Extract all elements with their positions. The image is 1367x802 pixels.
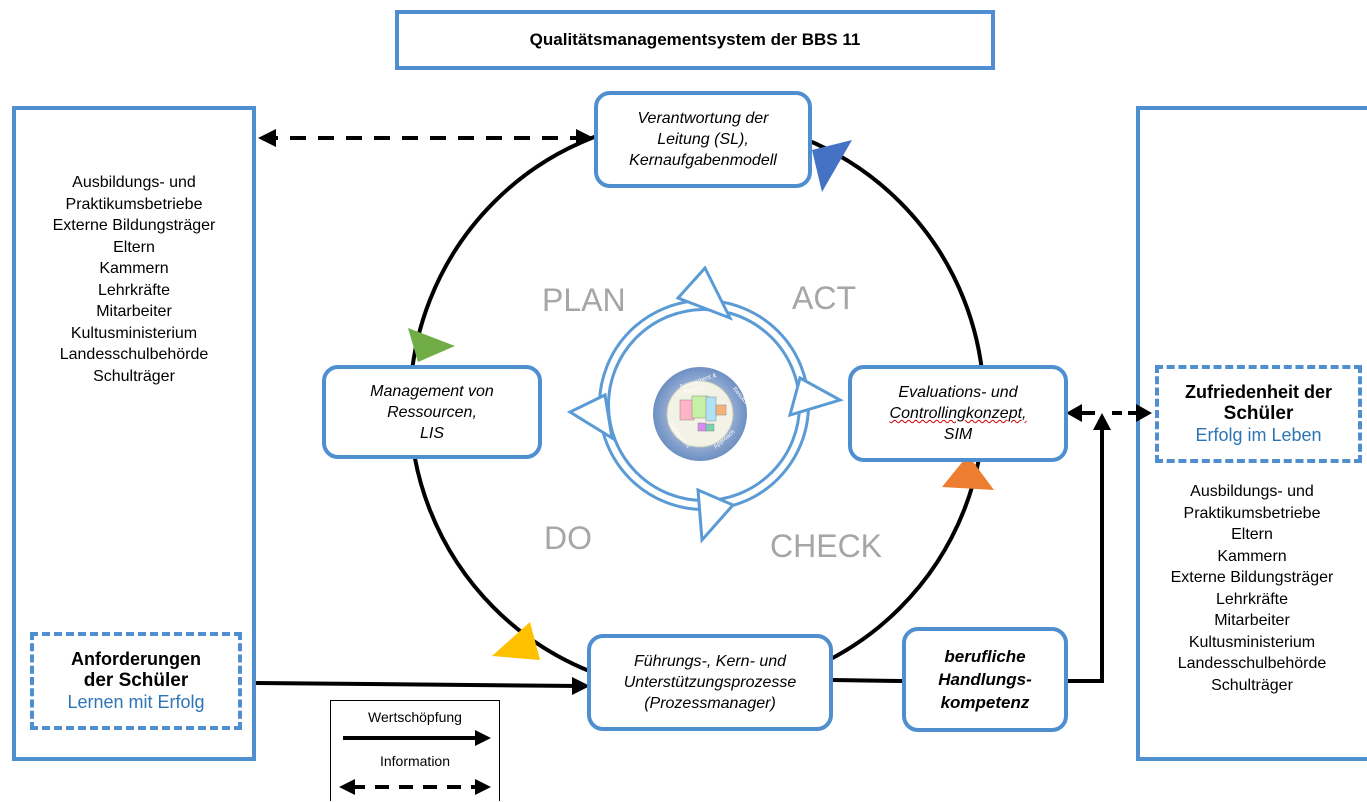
- phase-act-label: ACT: [792, 280, 856, 316]
- list-item: Schulträger: [93, 367, 175, 385]
- arrowhead: [1136, 404, 1152, 422]
- arrowhead: [258, 129, 276, 147]
- evaluation-line1: Evaluations- und: [898, 384, 1018, 401]
- inner-arrow-right: [787, 375, 844, 418]
- list-item: Externe Bildungsträger: [1170, 569, 1334, 586]
- satisfaction-line2: Schüler: [1223, 403, 1294, 424]
- resources-box: Management von Ressourcen, LIS: [322, 365, 542, 459]
- value-arrow-up: [1068, 425, 1104, 683]
- leadership-line3: Kernaufgabenmodell: [629, 152, 777, 169]
- processes-line1: Führungs-, Kern- und: [633, 653, 787, 670]
- leadership-line1: Verantwortung der: [637, 110, 769, 127]
- resources-line3: LIS: [419, 424, 444, 442]
- resources-line1: Management von: [370, 382, 494, 400]
- arrowhead: [1093, 413, 1111, 430]
- evaluation-box: Evaluations- und Controllingkonzept, SIM: [848, 365, 1068, 462]
- arrowhead: [1066, 404, 1082, 422]
- satisfaction-subtitle: Erfolg im Leben: [1195, 425, 1322, 445]
- legend-box: Wertschöpfung Information: [330, 700, 500, 801]
- list-item: Praktikumsbetriebe: [65, 195, 203, 213]
- leadership-line2: Leitung (SL),: [657, 131, 749, 148]
- list-item: Schulträger: [1211, 676, 1293, 694]
- title-box: Qualitätsmanagementsystem der BBS 11: [395, 10, 995, 70]
- processes-line3: (Prozessmanager): [644, 695, 776, 712]
- triangle-green-icon: [408, 328, 455, 362]
- radar-label: Review: [683, 385, 704, 396]
- list-item: Kammern: [99, 260, 169, 277]
- competence-line2: Handlungs-: [938, 670, 1032, 689]
- list-item: Landesschulbehörde: [59, 346, 209, 363]
- list-item: Externe Bildungsträger: [52, 217, 216, 234]
- left-stakeholder-list: Ausbildungs- und Praktikumsbetriebe Exte…: [22, 172, 246, 387]
- list-item: Ausbildungs- und: [1190, 483, 1314, 500]
- satisfaction-line1: Zufriedenheit der: [1184, 382, 1332, 402]
- resources-line2: Ressourcen,: [387, 403, 477, 421]
- competence-line3: kompetenz: [940, 693, 1030, 712]
- arrowhead: [576, 129, 594, 147]
- evaluation-line2: Controllingkonzept,: [889, 405, 1027, 422]
- competence-box: berufliche Handlungs- kompetenz: [902, 627, 1068, 732]
- right-stakeholder-list: Ausbildungs- und Praktikumsbetriebe Elte…: [1142, 481, 1362, 696]
- requirements-line2: der Schüler: [83, 670, 189, 691]
- competence-line1: berufliche: [944, 647, 1026, 666]
- list-item: Kammern: [1217, 547, 1287, 565]
- value-arrow-left: [255, 681, 581, 688]
- inner-arrow-bottom: [696, 487, 736, 544]
- inner-arrow-top: [675, 265, 734, 321]
- diagram-title: Qualitätsmanagementsystem der BBS 11: [529, 30, 861, 49]
- legend-arrows: [339, 730, 491, 795]
- list-item: Praktikumsbetriebe: [1183, 504, 1321, 522]
- requirements-subtitle: Lernen mit Erfolg: [67, 692, 205, 712]
- triangle-yellow-icon: [492, 622, 540, 660]
- list-item: Kultusministerium: [70, 324, 198, 342]
- phase-plan-label: PLAN: [542, 282, 626, 318]
- list-item: Kultusministerium: [1188, 633, 1316, 651]
- phase-check-label: CHECK: [770, 528, 883, 564]
- list-item: Lehrkräfte: [1215, 590, 1289, 608]
- list-item: Ausbildungs- und: [72, 174, 196, 191]
- evaluation-line3: SIM: [943, 426, 973, 443]
- processes-box: Führungs-, Kern- und Unterstützungsproze…: [587, 634, 833, 731]
- list-item: Lehrkräfte: [97, 281, 171, 299]
- legend-value-label: Wertschöpfung: [368, 709, 462, 725]
- processes-line2: Unterstützungsprozesse: [623, 674, 797, 691]
- legend-information-label: Information: [379, 753, 451, 769]
- arrowhead: [572, 677, 590, 695]
- requirements-box: Anforderungen der Schüler Lernen mit Erf…: [30, 632, 242, 730]
- list-item: Eltern: [1231, 526, 1273, 543]
- inner-arrow-left: [566, 392, 615, 442]
- triangle-orange-icon: [942, 455, 994, 490]
- value-line-bottom: [831, 678, 903, 683]
- list-item: Mitarbeiter: [96, 303, 172, 320]
- triangle-blue-icon: [812, 140, 852, 192]
- list-item: Mitarbeiter: [1214, 612, 1290, 629]
- list-item: Eltern: [113, 238, 155, 256]
- requirements-line1: Anforderungen: [71, 649, 201, 669]
- phase-do-label: DO: [544, 520, 592, 556]
- satisfaction-box: Zufriedenheit der Schüler Erfolg im Lebe…: [1155, 365, 1362, 463]
- leadership-box: Verantwortung der Leitung (SL), Kernaufg…: [594, 91, 812, 188]
- list-item: Landesschulbehörde: [1177, 655, 1327, 672]
